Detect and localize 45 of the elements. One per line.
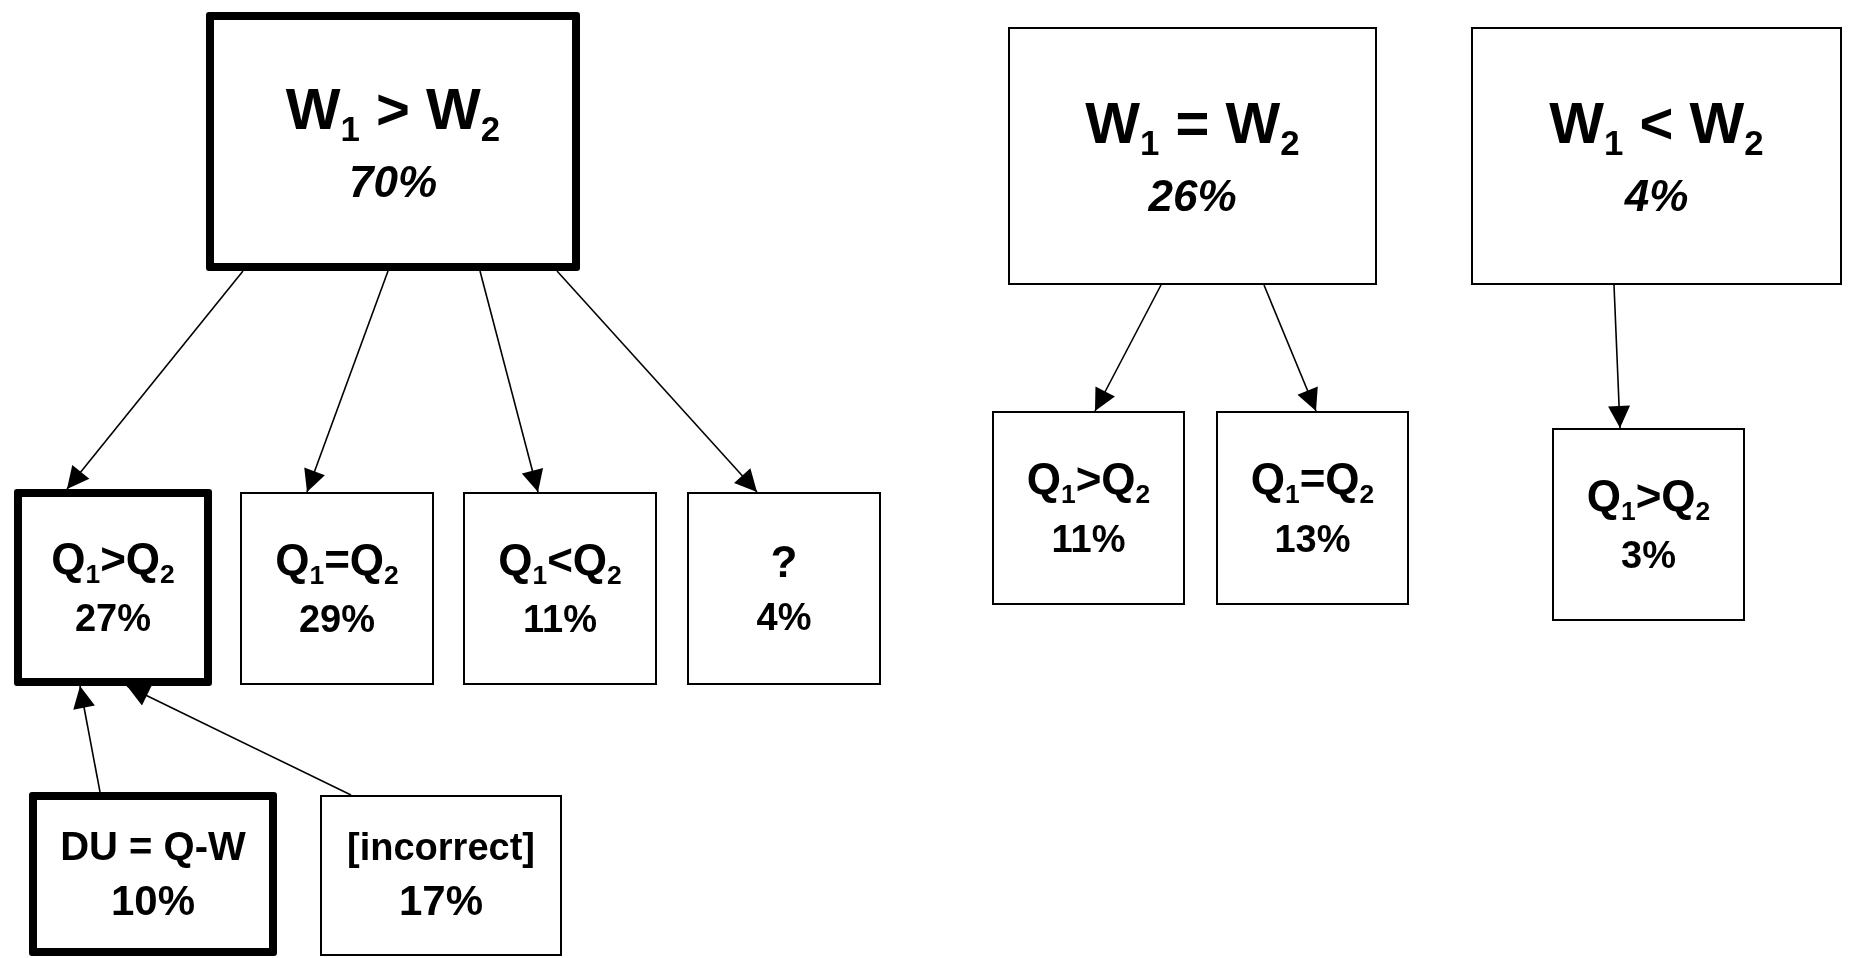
percentage-text: 4% <box>1624 171 1689 222</box>
condition-text: Q$_{1}$>Q$_{2}$ <box>1586 470 1711 527</box>
arrow <box>556 270 758 493</box>
box <box>240 492 434 685</box>
box <box>206 12 580 271</box>
condition-text: W$_{1}$ = W$_{2}$ <box>1085 90 1300 164</box>
arrow <box>66 270 244 490</box>
condition-text: W$_{1}$ > W$_{2}$ <box>285 75 501 149</box>
condition-text: [incorrect] <box>347 825 535 870</box>
percentage-text: 11% <box>1051 517 1126 562</box>
box <box>1552 428 1745 621</box>
condition-text: Q$_{1}$<Q$_{2}$ <box>498 534 622 591</box>
arrow <box>1608 284 1631 429</box>
percentage-text: 10% <box>110 876 196 926</box>
percentage-text: 3% <box>1621 534 1676 579</box>
percentage-text: 11% <box>523 598 597 643</box>
arrow <box>479 270 544 493</box>
box <box>687 492 881 685</box>
arrow <box>73 685 101 793</box>
box <box>463 492 657 685</box>
condition-text: Q$_{1}$=Q$_{2}$ <box>275 534 399 591</box>
condition-text: Q$_{1}$=Q$_{2}$ <box>1250 454 1375 510</box>
percentage-text: 4% <box>756 595 812 640</box>
arrow <box>304 270 389 493</box>
condition-text: Q$_{1}$>Q$_{2}$ <box>51 533 175 590</box>
condition-text: Q$_{1}$>Q$_{2}$ <box>1026 454 1151 510</box>
box <box>320 795 562 956</box>
box <box>992 411 1185 605</box>
arrow <box>126 685 352 796</box>
percentage-text: 27% <box>74 597 152 642</box>
percentage-text: 13% <box>1274 517 1351 562</box>
condition-text: W$_{1}$ < W$_{2}$ <box>1549 90 1764 164</box>
percentage-text: 26% <box>1148 171 1237 222</box>
percentage-text: 29% <box>298 598 376 643</box>
box <box>1216 411 1409 605</box>
box <box>14 489 212 686</box>
box <box>29 792 277 956</box>
percentage-text: 70% <box>348 156 438 208</box>
condition-text: DU = Q-W <box>60 822 246 869</box>
box <box>1471 27 1842 285</box>
arrow <box>1263 284 1318 412</box>
box <box>1008 27 1377 285</box>
condition-text: ? <box>770 537 798 588</box>
percentage-text: 17% <box>398 877 484 926</box>
arrow <box>1094 284 1162 412</box>
